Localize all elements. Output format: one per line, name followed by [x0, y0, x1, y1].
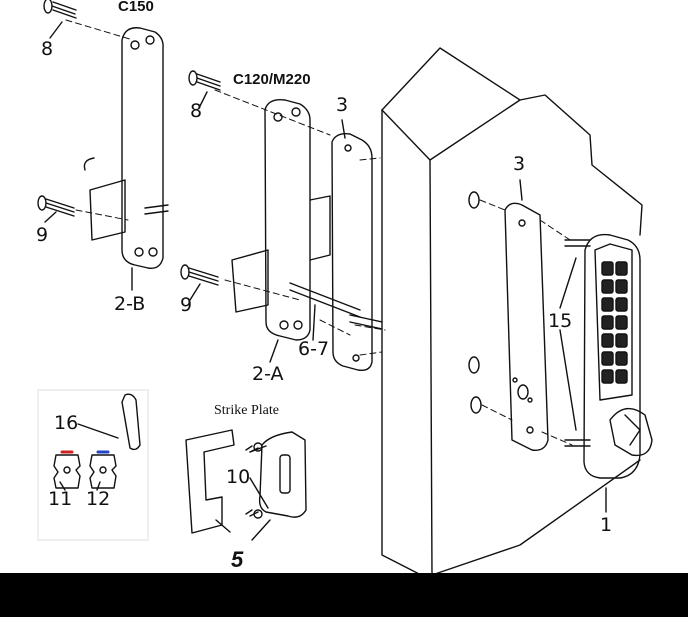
keypad-lock: [564, 233, 653, 479]
label-3-front: 3: [336, 94, 349, 116]
label-9-left: 9: [36, 224, 49, 246]
label-10: 10: [226, 466, 251, 488]
footer-bar: [0, 573, 688, 617]
keypad-key: [615, 261, 628, 276]
label-8-top: 8: [41, 38, 54, 60]
screw-8-top: [43, 0, 77, 19]
label-2a: 2-A: [252, 363, 284, 385]
keypad-key: [601, 279, 614, 294]
keypad-key: [615, 369, 628, 384]
door-hole: [468, 356, 480, 374]
front-plate-3: [331, 132, 383, 372]
lock-body-2a: [231, 99, 361, 341]
label-12: 12: [86, 488, 111, 510]
label-15: 15: [548, 310, 573, 332]
keypad-key: [601, 351, 614, 366]
keypad-key: [601, 297, 614, 312]
keypad-key: [601, 315, 614, 330]
keypad-key: [615, 351, 628, 366]
keypad-key: [601, 369, 614, 384]
door-hole: [470, 396, 482, 414]
small-parts: [53, 393, 141, 489]
label-6-7: 6-7: [298, 338, 330, 360]
door-hole: [468, 191, 480, 209]
keypad-key: [601, 333, 614, 348]
screws: [37, 0, 221, 286]
keypad-key: [615, 279, 628, 294]
label-2b: 2-B: [114, 293, 146, 315]
spindle-16: [121, 393, 141, 451]
keypad-keys: [601, 261, 628, 384]
parts-box: [37, 389, 149, 541]
strike-plate-5: [185, 429, 307, 534]
label-9-mid: 9: [180, 294, 193, 316]
label-strike-plate: Strike Plate: [214, 403, 279, 418]
key-12: [89, 454, 117, 489]
keypad-key: [615, 333, 628, 348]
lock-body-2b: [83, 27, 169, 269]
screw-9-left: [37, 195, 75, 217]
keypad-key: [615, 315, 628, 330]
label-c150: C150: [118, 0, 154, 15]
screw-8-mid: [188, 70, 221, 91]
label-8-mid: 8: [190, 100, 203, 122]
keypad-key: [601, 261, 614, 276]
back-plate-3: [504, 202, 549, 451]
label-16: 16: [54, 412, 79, 434]
label-c120-m220: C120/M220: [233, 71, 311, 88]
keypad-key: [615, 297, 628, 312]
screw-9-mid: [180, 264, 219, 286]
guide-lines: [65, 19, 573, 446]
key-11: [53, 454, 81, 489]
label-1: 1: [600, 514, 613, 536]
label-5: 5: [231, 547, 244, 572]
label-3-back: 3: [513, 153, 526, 175]
label-11: 11: [48, 488, 73, 510]
